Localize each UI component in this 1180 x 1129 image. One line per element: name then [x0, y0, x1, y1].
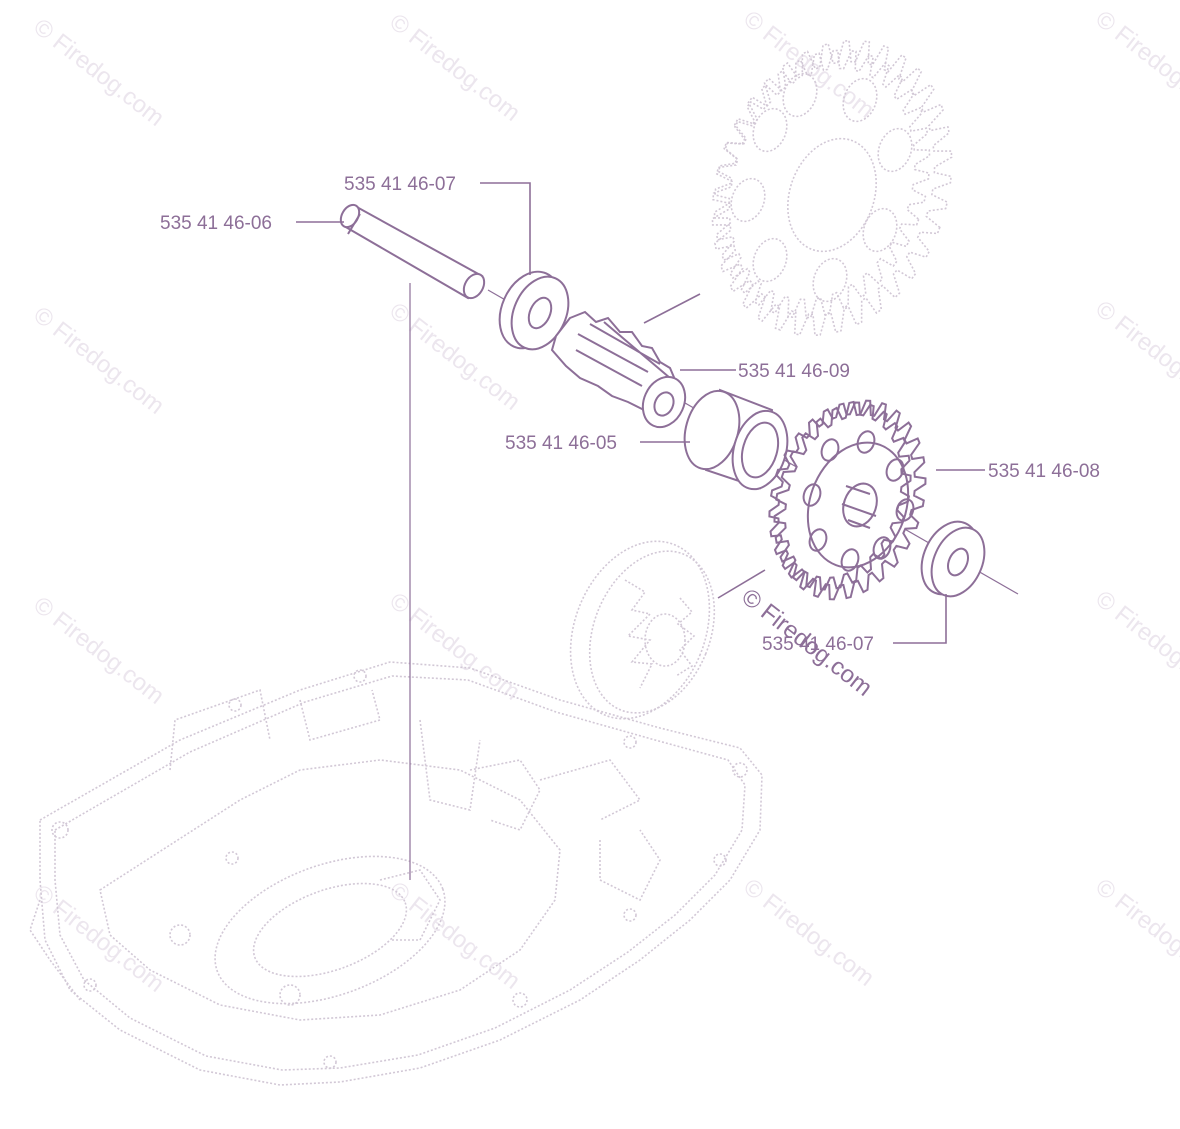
background-small-gear [569, 540, 766, 720]
watermark: © Firedog.com [1090, 873, 1180, 991]
watermark: © Firedog.com [1090, 295, 1180, 413]
watermark: © Firedog.com [738, 5, 879, 123]
watermark: © Firedog.com [28, 301, 169, 419]
background-transmission-housing [29, 661, 763, 1086]
label-gear: 535 41 46-08 [988, 461, 1100, 482]
watermark-layer: © Firedog.com © Firedog.com © Firedog.co… [28, 5, 1180, 997]
spacer-part [683, 388, 789, 491]
watermark: © Firedog.com [1090, 585, 1180, 703]
label-spacer: 535 41 46-05 [505, 433, 617, 454]
label-washer-top: 535 41 46-07 [344, 174, 456, 195]
label-washer-bottom: 535 41 46-07 [762, 634, 874, 655]
washer-top-part [498, 270, 570, 351]
watermark: © Firedog.com [28, 13, 169, 131]
gear-part [768, 399, 927, 601]
label-pinion: 535 41 46-09 [738, 361, 850, 382]
watermark: © Firedog.com [738, 873, 879, 991]
washer-bottom-part [920, 520, 986, 598]
watermark: © Firedog.com [28, 591, 169, 709]
watermark: © Firedog.com [384, 587, 525, 705]
pinion-part [550, 310, 687, 429]
background-large-gear [711, 39, 953, 337]
label-pin: 535 41 46-06 [160, 213, 272, 234]
watermark: © Firedog.com [28, 879, 169, 997]
pin-part [339, 203, 486, 300]
watermark: © Firedog.com [384, 8, 525, 126]
leader-small-gear [717, 569, 766, 599]
part-labels: 535 41 46-06 535 41 46-07 535 41 46-09 5… [160, 174, 1100, 655]
watermark: © Firedog.com [384, 876, 525, 994]
leader-lines [296, 182, 985, 644]
watermark: © Firedog.com [1090, 5, 1180, 123]
